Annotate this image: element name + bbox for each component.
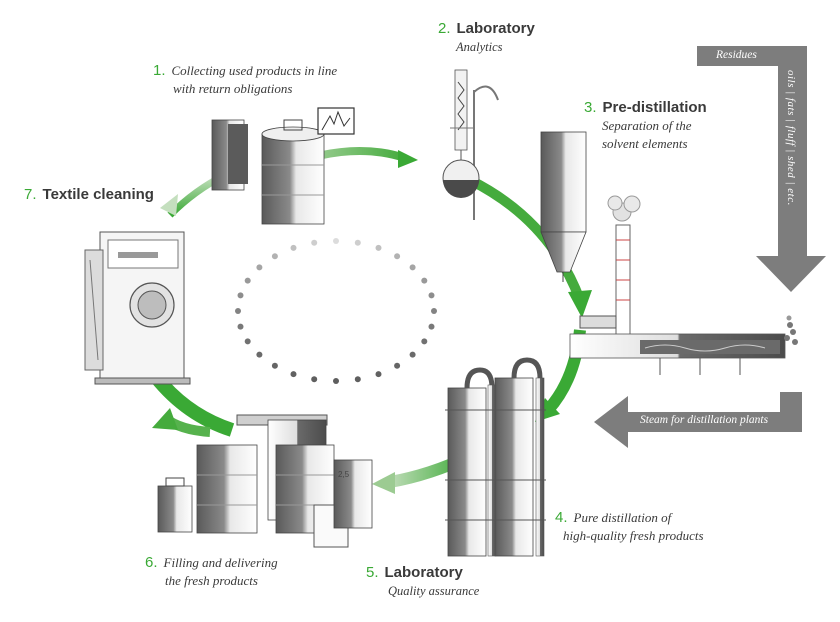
dotted-center-ring [235,238,437,384]
ring-dot [409,351,416,358]
arrowhead-predistill [568,290,592,318]
step-4-label: 4. Pure distillation of high-quality fres… [555,509,704,545]
step-1-line2: with return obligations [173,81,293,96]
step-3-title: Pre-distillation [602,99,707,116]
arrowhead-lab5 [372,472,395,494]
ring-dot [237,292,244,299]
step-6-line2: the fresh products [165,573,258,588]
pre-distillation-plant-illustration [540,131,798,375]
ring-dot [244,338,251,345]
ring-dot [256,351,263,358]
ring-dot [421,338,428,345]
step-6-line1: Filling and delivering [163,555,278,570]
ring-dot [375,371,382,378]
ring-dot [237,323,244,330]
ring-dot [375,244,382,251]
ring-dot [290,244,297,251]
ring-dot [235,308,241,314]
textile-cleaning-machine-illustration [84,231,191,385]
step-5-title: Laboratory [384,564,463,581]
step-5-label: 5. Laboratory Quality assurance [366,564,479,600]
ring-dot [333,378,339,384]
residues-items: oils | fats | fluff | shed | etc. [785,70,797,206]
step-2-title: Laboratory [456,20,535,37]
distillation-columns-illustration [445,357,546,557]
step-5-number: 5. [366,564,379,581]
ring-dot [271,362,278,369]
arc-lab-to-predistill [467,175,585,302]
ring-dot [354,376,361,383]
steam-arrow [594,392,802,448]
ring-dot [271,253,278,260]
ring-dot [354,239,361,246]
step-1-number: 1. [153,62,166,79]
step-3-number: 3. [584,99,597,116]
ring-dot [333,238,339,244]
step-7-number: 7. [24,186,37,203]
step-3-line2: solvent elements [602,136,688,151]
step-4-line2: high-quality fresh products [563,528,704,543]
ring-dot [256,264,263,271]
ring-dot [428,292,435,299]
collection-containers-illustration [211,107,355,225]
arrowhead-collect [160,194,178,216]
ring-dot [290,371,297,378]
ring-dot [394,253,401,260]
step-7-label: 7. Textile cleaning [24,186,154,204]
step-1-label: 1. Collecting used products in line with … [153,62,337,98]
ring-dot [409,264,416,271]
step-4-line1: Pure distillation of [573,510,672,525]
arrowhead-filling [152,408,178,430]
step-1-line1: Collecting used products in line [171,63,338,78]
ring-dot [431,308,437,314]
step-2-label: 2. Laboratory Analytics [438,20,535,56]
cycle-arrows [128,146,592,494]
step-3-line1: Separation of the [602,118,692,133]
ring-dot [394,362,401,369]
arrowhead-lab [398,150,418,168]
ring-dot [311,239,318,246]
step-5-sub: Quality assurance [388,584,480,598]
residues-arrow [697,46,826,292]
ring-dot [421,277,428,284]
ring-dot [428,323,435,330]
drums-illustration [157,414,373,548]
step-2-sub: Analytics [456,40,503,54]
ring-dot [311,376,318,383]
lab-glassware-illustration [442,69,499,220]
ring-dot [244,277,251,284]
steam-label: Steam for distillation plants [640,414,769,426]
step-6-label: 6. Filling and delivering the fresh produ… [145,554,278,590]
step-6-number: 6. [145,554,158,571]
step-2-number: 2. [438,20,451,37]
step-3-label: 3. Pre-distillation Separation of the sol… [584,99,707,153]
step-4-number: 4. [555,509,568,526]
drum-mark: 2,5 [338,470,350,479]
residues-label: Residues [716,49,757,61]
step-7-title: Textile cleaning [42,186,154,203]
